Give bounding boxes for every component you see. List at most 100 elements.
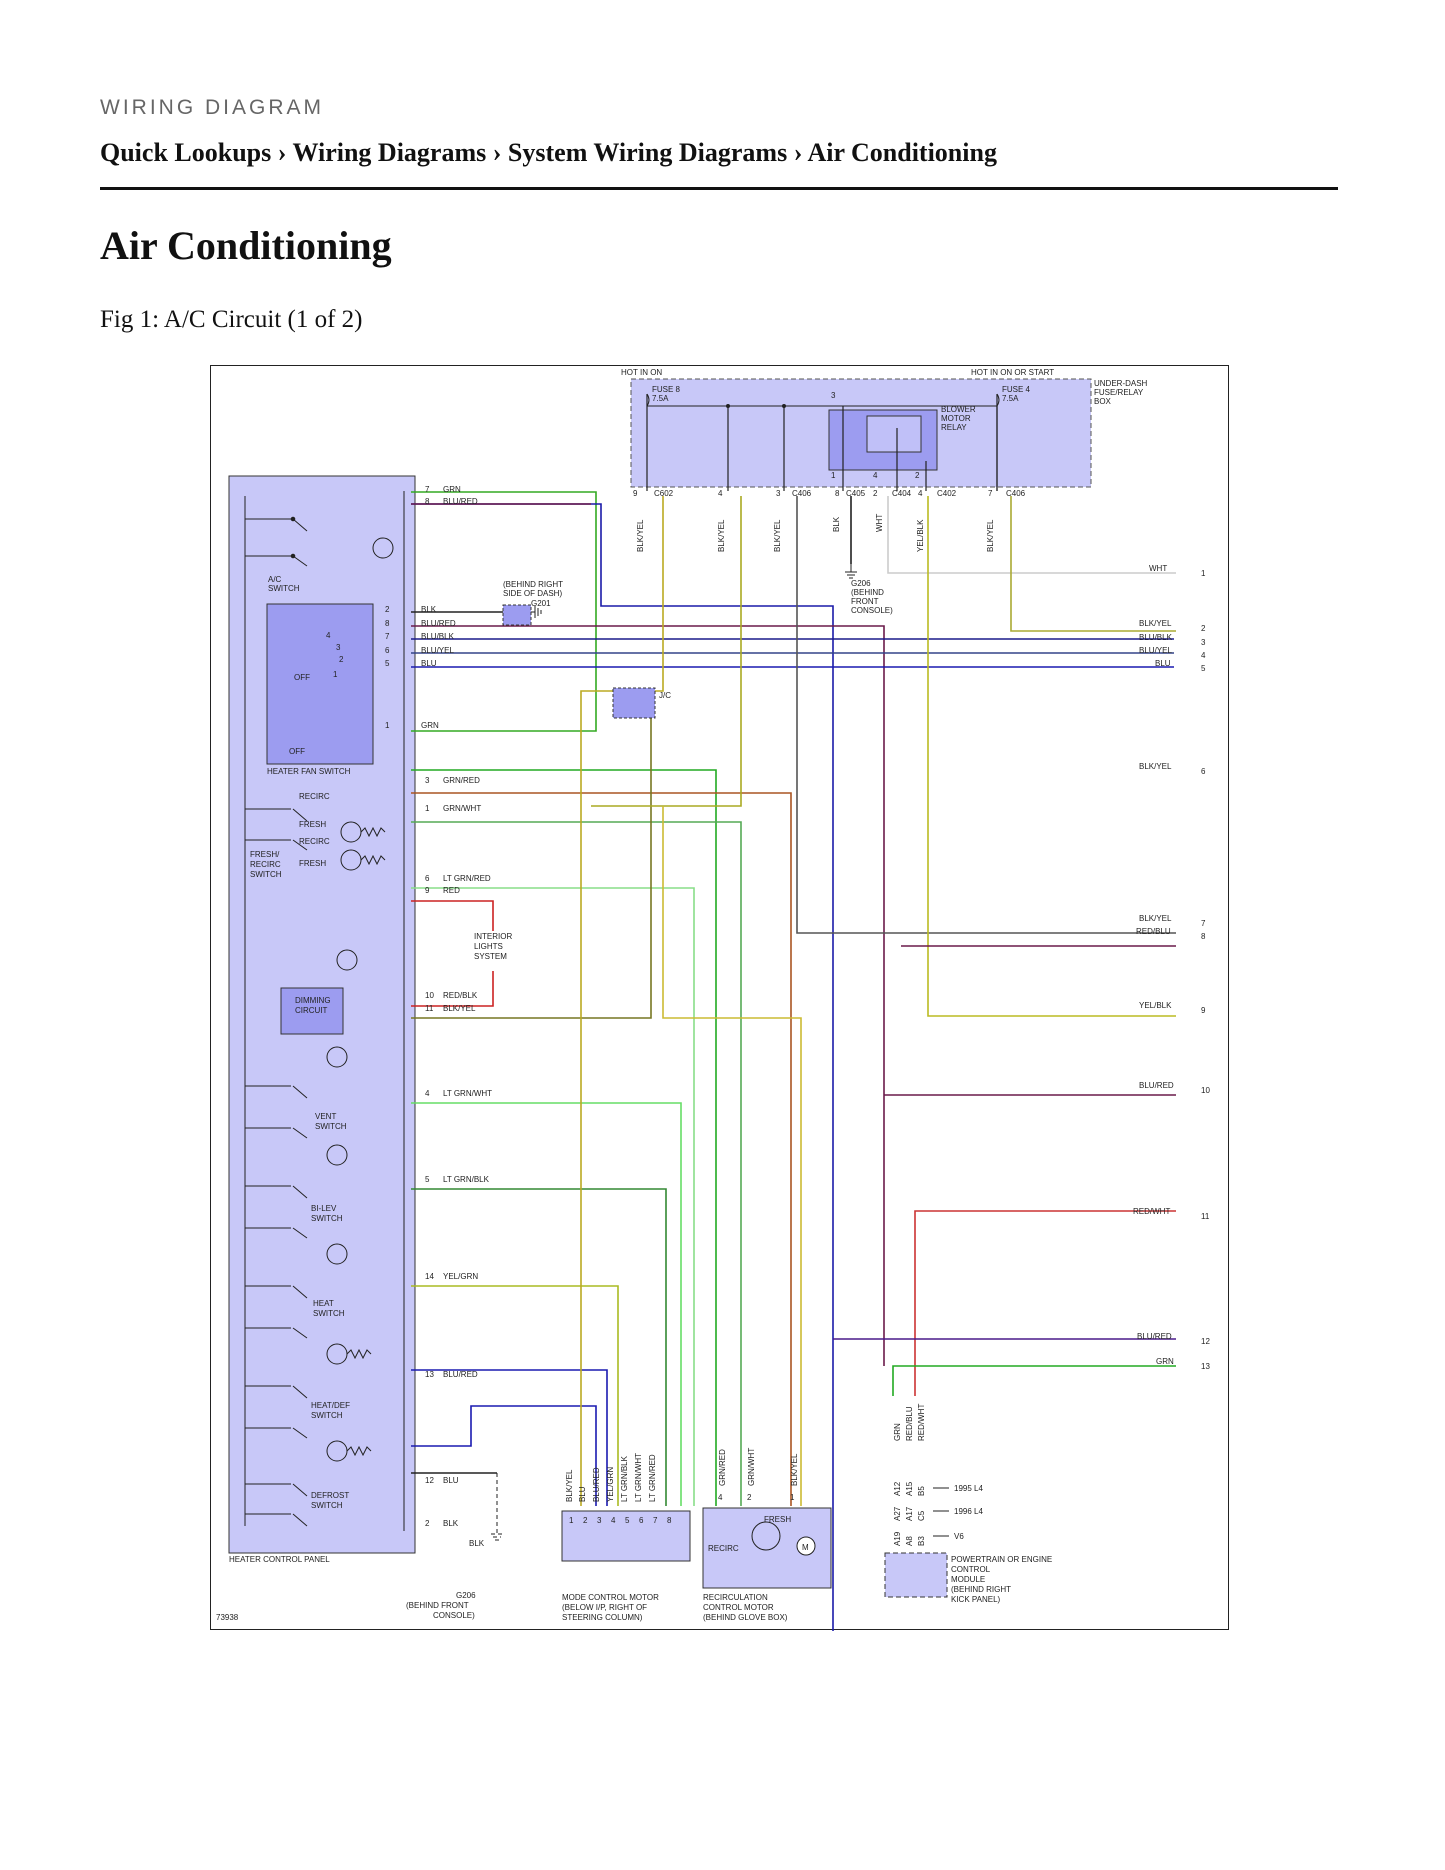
left-pin: 7	[385, 632, 390, 641]
fan-off-label: OFF	[294, 673, 310, 682]
heat-switch-label-2: SWITCH	[313, 1309, 345, 1318]
g206-top-label-1: G206	[851, 579, 871, 588]
right-wire-label: BLK/YEL	[1139, 914, 1172, 923]
heater-control-panel-label: HEATER CONTROL PANEL	[229, 1555, 330, 1564]
g206-top-label-4: CONSOLE)	[851, 606, 893, 615]
relay-pin: 2	[915, 471, 920, 480]
breadcrumb-separator: ›	[277, 138, 287, 167]
wire-label: BLK	[832, 516, 841, 532]
mode-motor-label-1: MODE CONTROL MOTOR	[562, 1593, 659, 1602]
pcm-label-5: KICK PANEL)	[951, 1595, 1001, 1604]
recirc-actuator-icon	[751, 1521, 781, 1551]
right-pin: 1	[1201, 569, 1206, 578]
fresh-recirc-switch-label-2: RECIRC	[250, 860, 281, 869]
wire-label: BLK/YEL	[636, 519, 645, 552]
right-wire-label: GRN	[1156, 1357, 1174, 1366]
connector-pin: 2	[873, 489, 878, 498]
breadcrumb-link-system-wiring-diagrams[interactable]: System Wiring Diagrams	[507, 138, 788, 167]
breadcrumb-separator: ›	[492, 138, 502, 167]
junction-connector	[612, 687, 656, 719]
heater-fan-switch	[266, 603, 374, 765]
left-pin: 2	[425, 1519, 430, 1528]
recirc-motor-label-3: (BEHIND GLOVE BOX)	[703, 1613, 788, 1622]
left-pin: 1	[425, 804, 430, 813]
dimming-circuit	[280, 987, 344, 1035]
right-pin: 3	[1201, 638, 1206, 647]
bottom-blk-label: BLK	[469, 1539, 485, 1548]
pcm-pin: A12	[893, 1481, 902, 1496]
right-wire-label: RED/WHT	[1133, 1207, 1170, 1216]
left-wire-label: YEL/GRN	[443, 1272, 478, 1281]
left-pin: 1	[385, 721, 390, 730]
page-title: Air Conditioning	[100, 223, 392, 268]
mode-motor-pin: 3	[597, 1516, 602, 1525]
recirc-motor-fresh: FRESH	[764, 1515, 791, 1524]
mode-motor-pin: 8	[667, 1516, 672, 1525]
left-wire-label: BLK	[421, 605, 437, 614]
fan-speed-pin: 3	[336, 643, 341, 652]
pcm-pin: B3	[917, 1536, 926, 1546]
pcm-variant-label: 1996 L4	[954, 1507, 983, 1516]
right-pin: 9	[1201, 1006, 1206, 1015]
section-eyebrow: WIRING DIAGRAM	[100, 96, 324, 119]
recirc-label: RECIRC	[299, 837, 330, 846]
pcm-pin: A27	[893, 1506, 902, 1521]
recirc-motor-pin: 2	[747, 1493, 752, 1502]
left-pin: 6	[425, 874, 430, 883]
right-pin: 11	[1201, 1212, 1210, 1221]
relay-label-1: BLOWER	[941, 405, 976, 414]
wire-label: WHT	[875, 514, 884, 532]
recirc-motor-wire: GRN/RED	[718, 1449, 727, 1486]
header-divider	[100, 187, 1338, 190]
connector-pin: 8	[835, 489, 840, 498]
right-pin: 4	[1201, 651, 1206, 660]
breadcrumb-link-wiring-diagrams[interactable]: Wiring Diagrams	[292, 138, 487, 167]
wiring-diagram: HOT IN ON HOT IN ON OR START FUSE 8 7.5A…	[210, 365, 1229, 1631]
fan-off-label: OFF	[289, 747, 305, 756]
left-pin: 11	[425, 1004, 434, 1013]
mode-motor-wire: BLU/RED	[592, 1467, 601, 1502]
vent-switch-label-1: VENT	[315, 1112, 336, 1121]
breadcrumb: Quick Lookups › Wiring Diagrams › System…	[100, 138, 997, 168]
right-pin: 12	[1201, 1337, 1210, 1346]
left-pin: 6	[385, 646, 390, 655]
left-pin: 2	[385, 605, 390, 614]
left-wire-label: GRN	[421, 721, 439, 730]
mode-motor-wire: YEL/GRN	[606, 1467, 615, 1502]
fuse4-rating: 7.5A	[1002, 394, 1019, 403]
recirc-motor-label-1: RECIRCULATION	[703, 1593, 768, 1602]
mode-motor-wire: BLK/YEL	[565, 1469, 574, 1502]
left-wire-label: BLK/YEL	[443, 1004, 476, 1013]
ac-switch-label-2: SWITCH	[268, 584, 300, 593]
pcm-label-3: MODULE	[951, 1575, 985, 1584]
bilev-switch-label-1: BI-LEV	[311, 1204, 337, 1213]
recirc-motor-pin: 4	[718, 1493, 723, 1502]
right-wire-label: BLU/BLK	[1139, 633, 1173, 642]
heatdef-switch-label-1: HEAT/DEF	[311, 1401, 350, 1410]
fresh-label: FRESH	[299, 820, 326, 829]
mode-motor-pin: 2	[583, 1516, 588, 1525]
vent-switch-label-2: SWITCH	[315, 1122, 347, 1131]
mode-motor-pin: 7	[653, 1516, 658, 1525]
pcm-wire: RED/BLU	[905, 1406, 914, 1441]
recirc-motor-recirc: RECIRC	[708, 1544, 739, 1553]
breadcrumb-separator: ›	[793, 138, 803, 167]
mode-motor-pin: 4	[611, 1516, 616, 1525]
connector-label: C402	[937, 489, 957, 498]
relay-label-3: RELAY	[941, 423, 967, 432]
left-pin: 7	[425, 485, 430, 494]
right-wire-label: BLU/RED	[1139, 1081, 1174, 1090]
right-wire-label: BLU/RED	[1137, 1332, 1172, 1341]
interior-lights-label-1: INTERIOR	[474, 932, 512, 941]
mode-control-motor	[561, 1510, 691, 1562]
mode-motor-pin: 5	[625, 1516, 630, 1525]
connector-pin: 4	[918, 489, 923, 498]
powertrain-control-module	[884, 1552, 948, 1598]
wiring-diagram-svg: HOT IN ON HOT IN ON OR START FUSE 8 7.5A…	[216, 368, 1210, 1631]
breadcrumb-link-quick-lookups[interactable]: Quick Lookups	[100, 138, 272, 167]
left-pin: 5	[385, 659, 390, 668]
fuse4-label: FUSE 4	[1002, 385, 1031, 394]
left-pin: 8	[385, 619, 390, 628]
wire-label: BLK/YEL	[717, 519, 726, 552]
heatdef-switch-label-2: SWITCH	[311, 1411, 343, 1420]
